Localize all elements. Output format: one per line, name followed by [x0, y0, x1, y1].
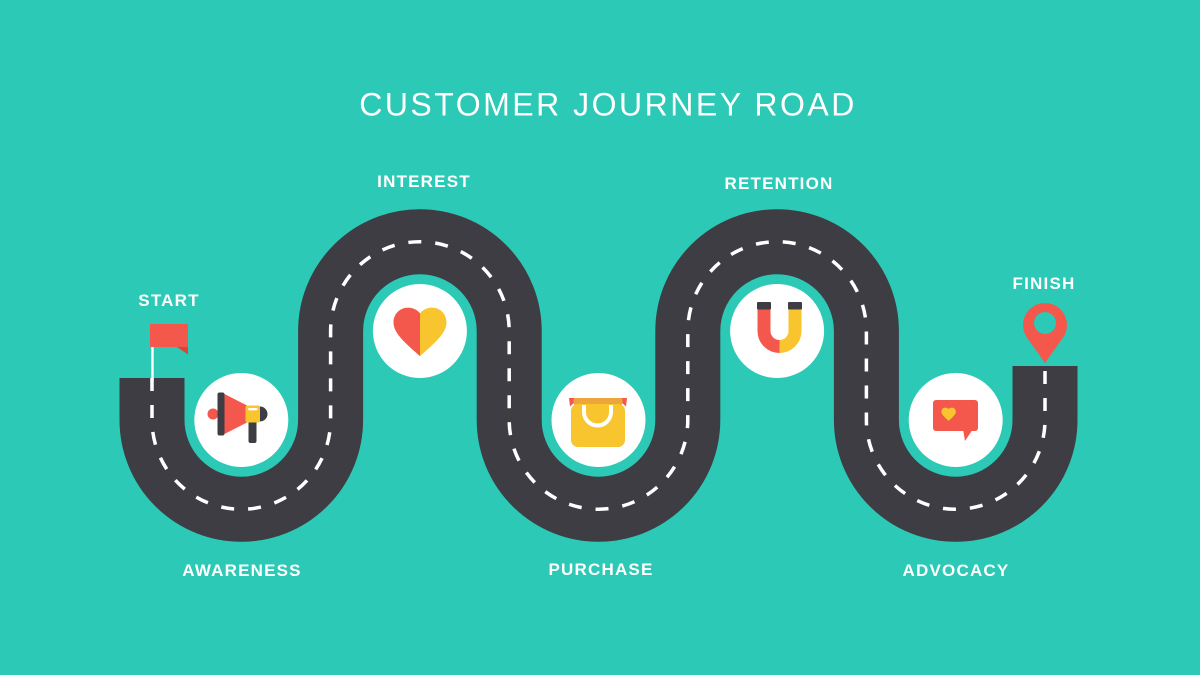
flag-icon — [150, 324, 188, 381]
road-center-dashed-line — [150, 239, 1047, 512]
stage-label-retention: RETENTION — [724, 174, 834, 193]
stage-label-advocacy: ADVOCACY — [902, 561, 1010, 580]
page-title: CUSTOMER JOURNEY ROAD — [359, 86, 857, 123]
shopping-bag-icon — [569, 398, 627, 447]
chat-heart-icon — [933, 400, 978, 441]
stage-label-start: START — [138, 291, 200, 310]
magnet-icon — [757, 302, 802, 353]
stage-circle-retention — [730, 284, 825, 378]
stage-label-finish: FINISH — [1012, 274, 1076, 293]
stage-label-purchase: PURCHASE — [548, 560, 654, 579]
megaphone-icon — [207, 392, 268, 443]
heart-icon — [393, 307, 447, 357]
stage-label-awareness: AWARENESS — [182, 561, 302, 580]
map-pin-icon — [1023, 303, 1067, 363]
stage-label-interest: INTEREST — [377, 172, 471, 191]
